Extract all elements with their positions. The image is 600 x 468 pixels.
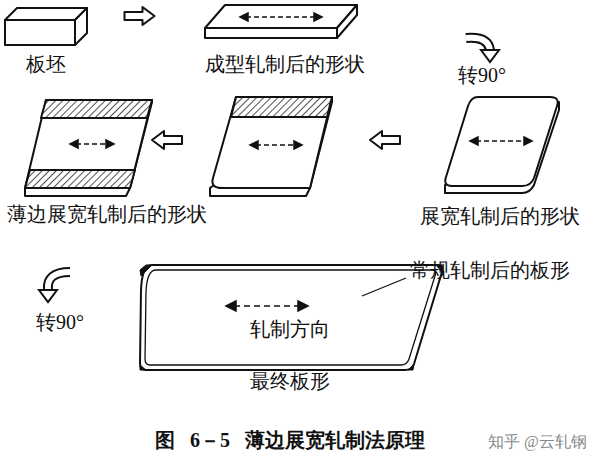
thin-edge-hatch (41, 100, 152, 118)
thin-edge-hatch (231, 97, 332, 117)
final-plate (140, 265, 443, 370)
callout-label: 常规轧制后的板形 (410, 258, 570, 282)
shape-caption: 成型轧制后的形状 (205, 52, 365, 76)
plate-thickness (25, 100, 152, 196)
plate-front (205, 28, 337, 38)
figure-caption: 图 6－5 薄边展宽轧制法原理 (155, 428, 425, 452)
rotate-label: 转90° (36, 310, 84, 334)
thin-edge-plate (25, 100, 152, 188)
corner-crop (140, 265, 152, 276)
shape-caption: 板坯 (26, 52, 66, 76)
leader-line (362, 278, 406, 296)
plate-side (337, 5, 357, 38)
shape-node: 轧制方向最终板形 (140, 262, 440, 394)
corner-crop (140, 365, 146, 370)
rotate-arrow (481, 50, 499, 62)
slab-side (75, 8, 87, 45)
process-arrow (152, 131, 182, 149)
broadside-plate (445, 97, 557, 186)
conventional-plate-outline (145, 270, 436, 365)
process-arrow (370, 131, 400, 149)
direction-label: 轧制方向 (250, 317, 330, 341)
slab-front (5, 20, 75, 45)
thin-edge-hatch (25, 170, 135, 188)
shape-node: 成型轧制后的形状 (190, 2, 380, 76)
watermark: 知乎 @云轧钢 (488, 430, 587, 454)
corner-crop (408, 364, 414, 370)
shape-node: 展宽轧制后的形状 (410, 94, 590, 230)
slab-top (5, 8, 87, 20)
shape-caption: 展宽轧制后的形状 (420, 204, 580, 228)
shape-node: 板坯 (3, 4, 89, 76)
shape-caption: 薄边展宽轧制后的形状 (7, 202, 207, 226)
plate-top (205, 5, 357, 28)
process-arrow (125, 7, 155, 25)
shape-caption: 最终板形 (250, 369, 330, 393)
shape-node: 薄边展宽轧制后的形状 (3, 96, 211, 230)
rotate-arrow (39, 290, 57, 302)
rotate-label: 转90° (458, 63, 506, 87)
plate-thickness (210, 97, 332, 196)
middle-plate (212, 97, 332, 188)
